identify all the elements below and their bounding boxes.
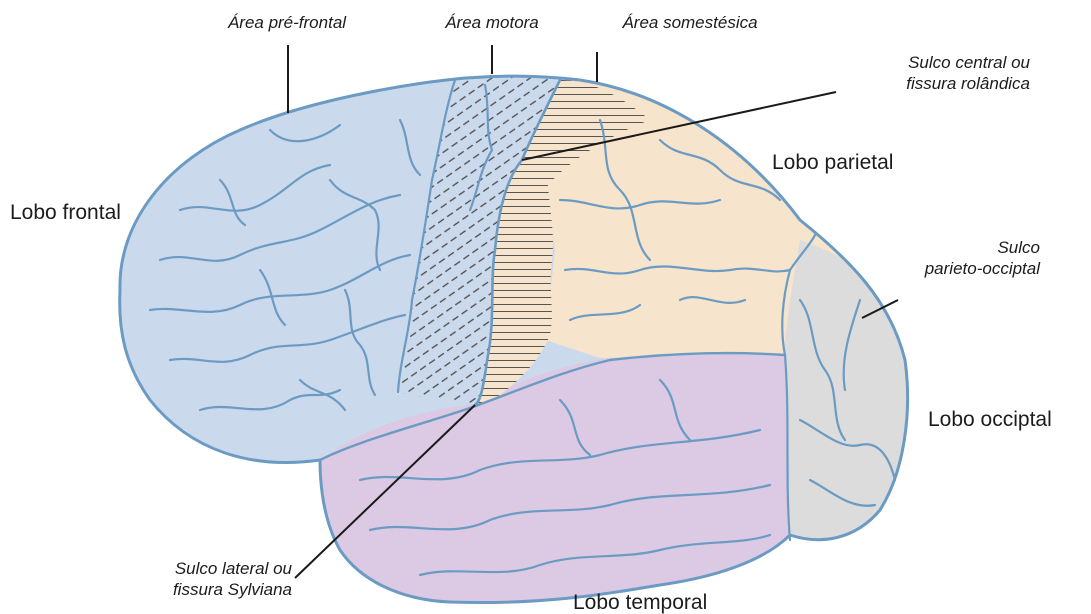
label-frontal-lobe: Lobo frontal [10, 200, 121, 226]
label-somesthetic-area: Área somestésica [570, 12, 810, 33]
label-parietal-lobe: Lobo parietal [772, 150, 893, 176]
label-motor-area: Área motora [387, 12, 597, 33]
label-parieto-occipital-line1: Sulco [830, 237, 1040, 258]
label-lateral-sulcus-line2: fissura Sylviana [60, 579, 292, 600]
label-parieto-occipital-line2: parieto-occiptal [830, 258, 1040, 279]
label-central-sulcus-line1: Sulco central ou [780, 52, 1030, 73]
label-lateral-sulcus: Sulco lateral ou fissura Sylviana [60, 558, 292, 601]
label-lateral-sulcus-line1: Sulco lateral ou [60, 558, 292, 579]
label-temporal-lobe: Lobo temporal [573, 590, 707, 614]
label-prefrontal-area: Área pré-frontal [162, 12, 412, 33]
label-occipital-lobe: Lobo occiptal [928, 407, 1052, 433]
label-central-sulcus-line2: fissura rolândica [780, 73, 1030, 94]
label-parieto-occipital-sulcus: Sulco parieto-occiptal [830, 237, 1040, 280]
label-central-sulcus: Sulco central ou fissura rolândica [780, 52, 1030, 95]
